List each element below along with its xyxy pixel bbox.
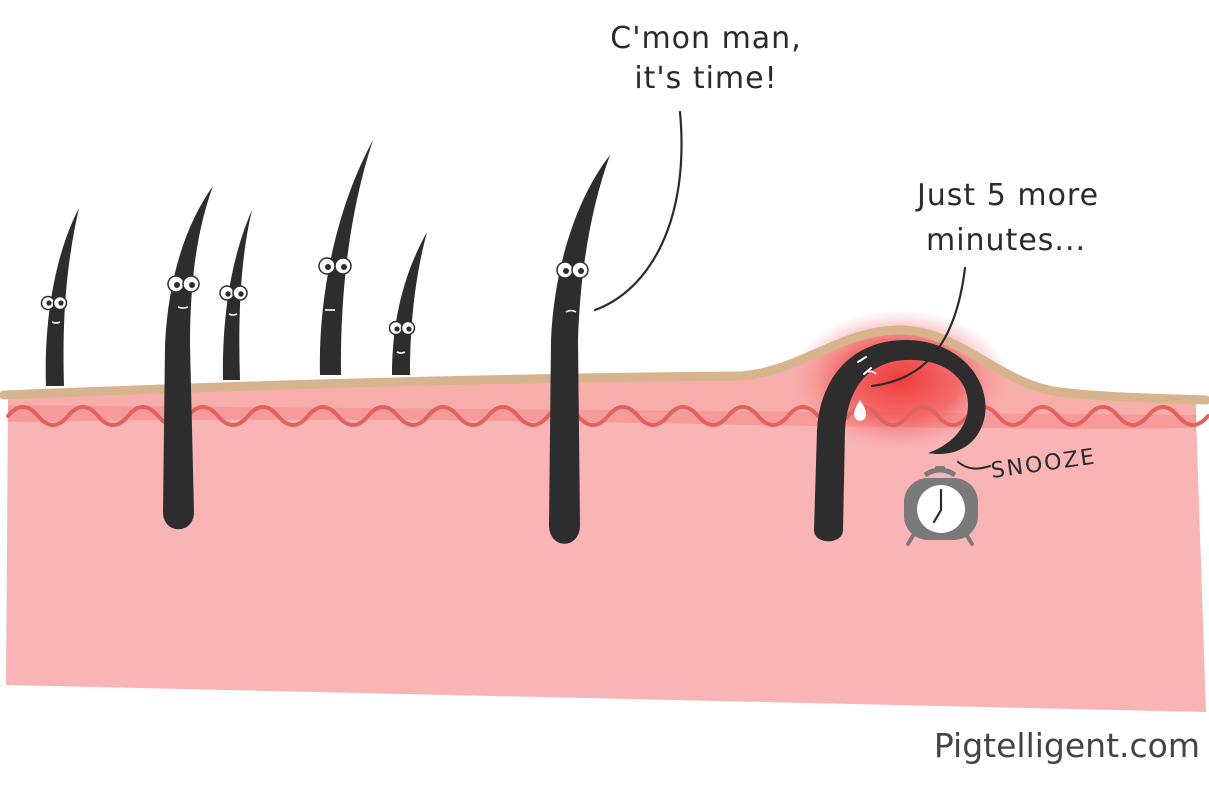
snooze-pointer: [957, 461, 991, 470]
hair-small-1: [40, 208, 79, 386]
hair-small-2: [219, 210, 252, 380]
hair-tall-speaker: [549, 155, 610, 544]
speech-ingrown-line2: minutes...: [926, 223, 1086, 258]
speech-upright-line2: it's time!: [634, 61, 777, 96]
sweat-drop-icon: [854, 400, 866, 421]
hair-tall-1: [163, 186, 213, 530]
alarm-clock-icon: [904, 466, 978, 546]
speech-upright-line1: C'mon man,: [610, 21, 801, 56]
hair-ingrown: [814, 340, 986, 542]
watermark-text: Pigtelligent.com: [934, 726, 1200, 765]
speech-pointer-ingrown: [870, 266, 967, 388]
speech-ingrown-line1: Just 5 more: [915, 178, 1099, 213]
hair-small-3: [388, 232, 427, 375]
skin-body: [6, 405, 1206, 712]
skin-wavy-line: [6, 405, 1209, 427]
skin-surface-line: [0, 325, 1209, 405]
hair-medium-1: [318, 140, 373, 375]
speech-pointer-upright: [593, 110, 683, 312]
